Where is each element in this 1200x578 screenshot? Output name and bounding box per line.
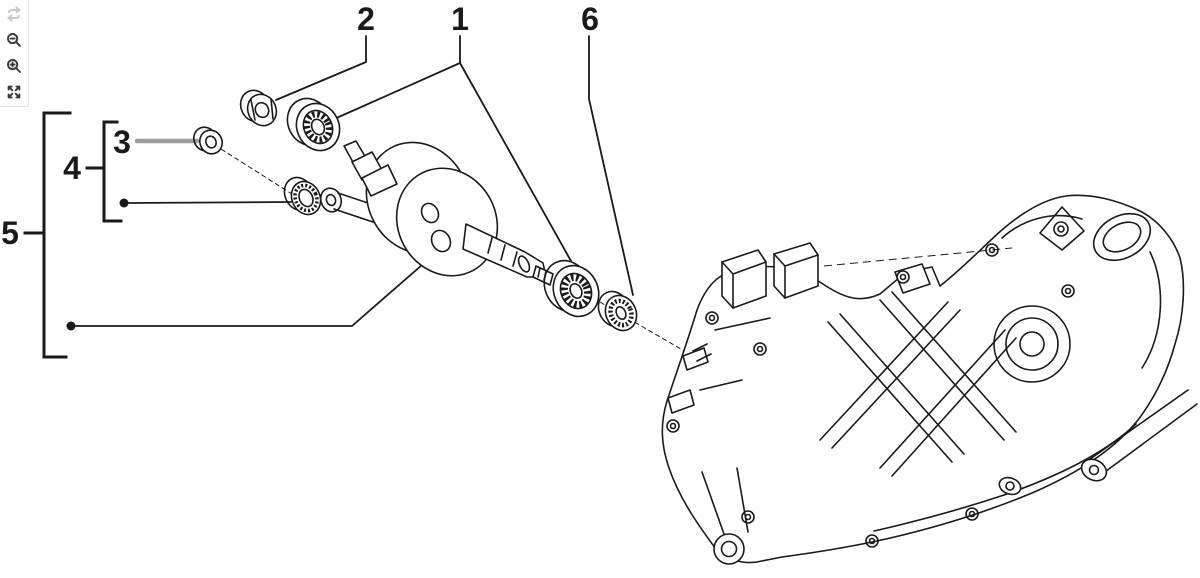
callout-4: 4 [63,150,81,186]
crankshaft-assembly [319,140,554,286]
case-bolt-holes [666,243,1075,548]
nut-part-3 [193,126,223,155]
callout-5: 5 [1,215,19,251]
loop-refresh-icon [7,6,21,21]
oil-seal-part-6 [597,290,638,332]
zoom-out-button[interactable] [3,29,25,50]
fullscreen-button[interactable] [3,81,25,102]
magnifier-plus-icon [7,58,21,73]
zoom-in-button[interactable] [3,55,25,76]
oil-seal-left [283,176,322,216]
viewer-toolbar [0,0,29,107]
callout-3: 3 [113,124,131,160]
expand-arrows-icon [7,85,21,98]
callout-1: 1 [451,1,469,37]
bearing-part-1b [543,259,600,318]
callout-labels: 2 1 6 3 4 5 [1,1,599,251]
callout-leaders [23,35,634,359]
callout-6: 6 [581,1,599,37]
callout-2: 2 [357,1,375,37]
reset-view-button[interactable] [3,3,25,24]
magnifier-minus-icon [7,32,21,47]
nut-part-2 [239,89,278,127]
bearing-part-1a [286,97,341,152]
case-ribs [819,291,1017,477]
crankcase-half [661,194,1198,565]
